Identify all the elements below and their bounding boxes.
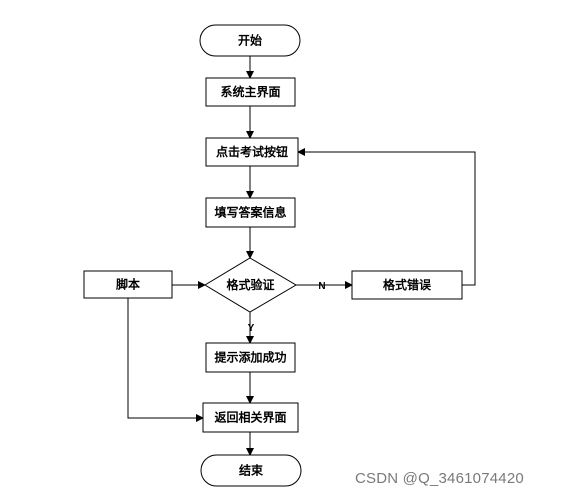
click-exam-label: 点击考试按钮 (216, 144, 288, 159)
script-label: 脚本 (116, 277, 140, 292)
edge-script-to-return (127, 298, 204, 422)
main-ui-node: 系统主界面 (205, 77, 296, 107)
format-error-label: 格式错误 (383, 277, 432, 292)
fill-answer-node: 填写答案信息 (205, 197, 296, 228)
watermark-text: CSDN @Q_3461074420 (355, 470, 524, 487)
end-node: 结束 (200, 454, 302, 487)
format-error-node: 格式错误 (351, 270, 463, 300)
format-check-node: 格式验证 (204, 257, 297, 313)
edge-error-loop-to-click (297, 148, 476, 286)
edge-label-yes: Y (248, 323, 255, 334)
click-exam-node: 点击考试按钮 (205, 137, 299, 167)
edge-label-no: N (318, 281, 325, 292)
return-page-node: 返回相关界面 (202, 402, 299, 433)
main-ui-label: 系统主界面 (220, 84, 280, 99)
return-page-label: 返回相关界面 (214, 410, 286, 425)
add-success-label: 提示添加成功 (214, 350, 286, 365)
script-node: 脚本 (83, 270, 173, 299)
start-node: 开始 (199, 24, 301, 57)
start-label: 开始 (238, 33, 262, 48)
add-success-node: 提示添加成功 (205, 342, 296, 373)
fill-answer-label: 填写答案信息 (214, 205, 286, 220)
end-label: 结束 (239, 463, 264, 478)
format-check-label: 格式验证 (226, 277, 274, 292)
